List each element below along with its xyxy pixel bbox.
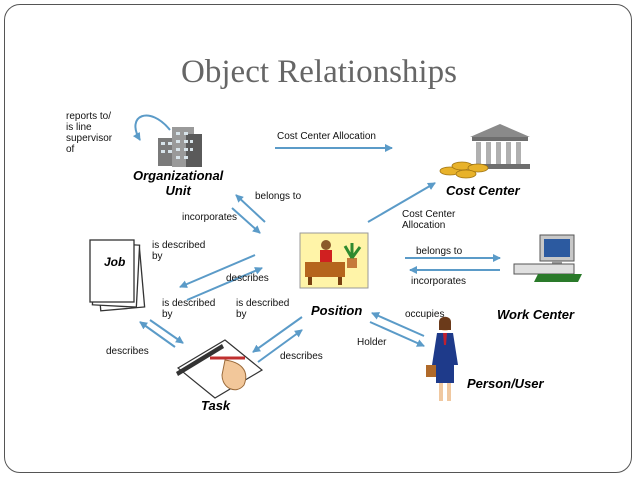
page-title: Object Relationships [181,54,457,90]
node-organizational-unit: Organizational Unit [133,168,224,198]
label-describes-task-right: describes [280,351,323,362]
node-task: Task [201,398,231,413]
node-position: Position [311,303,363,318]
arrow-org-to-position [231,207,261,234]
label-reports-to: reports to/ is line supervisor of [66,111,113,155]
node-cost-center: Cost Center [446,183,520,198]
node-person-user: Person/User [467,376,544,391]
label-belongs-to-org: belongs to [255,191,302,202]
task-writing-icon [176,339,264,399]
arrow-position-to-costcenter [367,182,436,223]
node-work-center: Work Center [497,307,575,322]
reports-to-loop-arrow [132,114,171,141]
label-incorporates-org: incorporates [182,212,238,223]
arrow-job-to-position [186,267,263,301]
label-cost-center-allocation-top: Cost Center Allocation [277,131,376,142]
person-user-icon [426,316,458,401]
label-occupies: occupies [405,309,445,320]
arrow-task-to-job [139,321,176,348]
label-incorporates-workcenter: incorporates [411,276,467,287]
label-describes-job: describes [226,273,269,284]
organizational-unit-icon [158,127,202,167]
position-office-icon [299,232,369,289]
arrow-job-to-task [149,319,184,344]
arrow-task-to-position [257,329,303,363]
arrow-position-to-org [235,194,266,223]
label-is-described-by-task-right: is described by [236,298,290,320]
label-is-described-by-job: is described by [152,240,206,262]
label-is-described-by-task-left: is described by [162,298,216,320]
cost-center-icon [439,124,530,179]
work-center-icon [513,234,582,282]
arrow-position-to-task [252,316,303,353]
arrow-position-to-job [179,254,256,288]
node-job: Job [104,255,126,269]
label-describes-task-left: describes [106,346,149,357]
label-holder: Holder [357,337,387,348]
label-cost-center-allocation-right: Cost Center Allocation [402,209,456,231]
label-belongs-to-workcenter: belongs to [416,246,463,257]
arrow-position-to-person [369,321,425,347]
arrow-person-to-position [371,312,425,337]
job-document-icon [89,239,146,312]
